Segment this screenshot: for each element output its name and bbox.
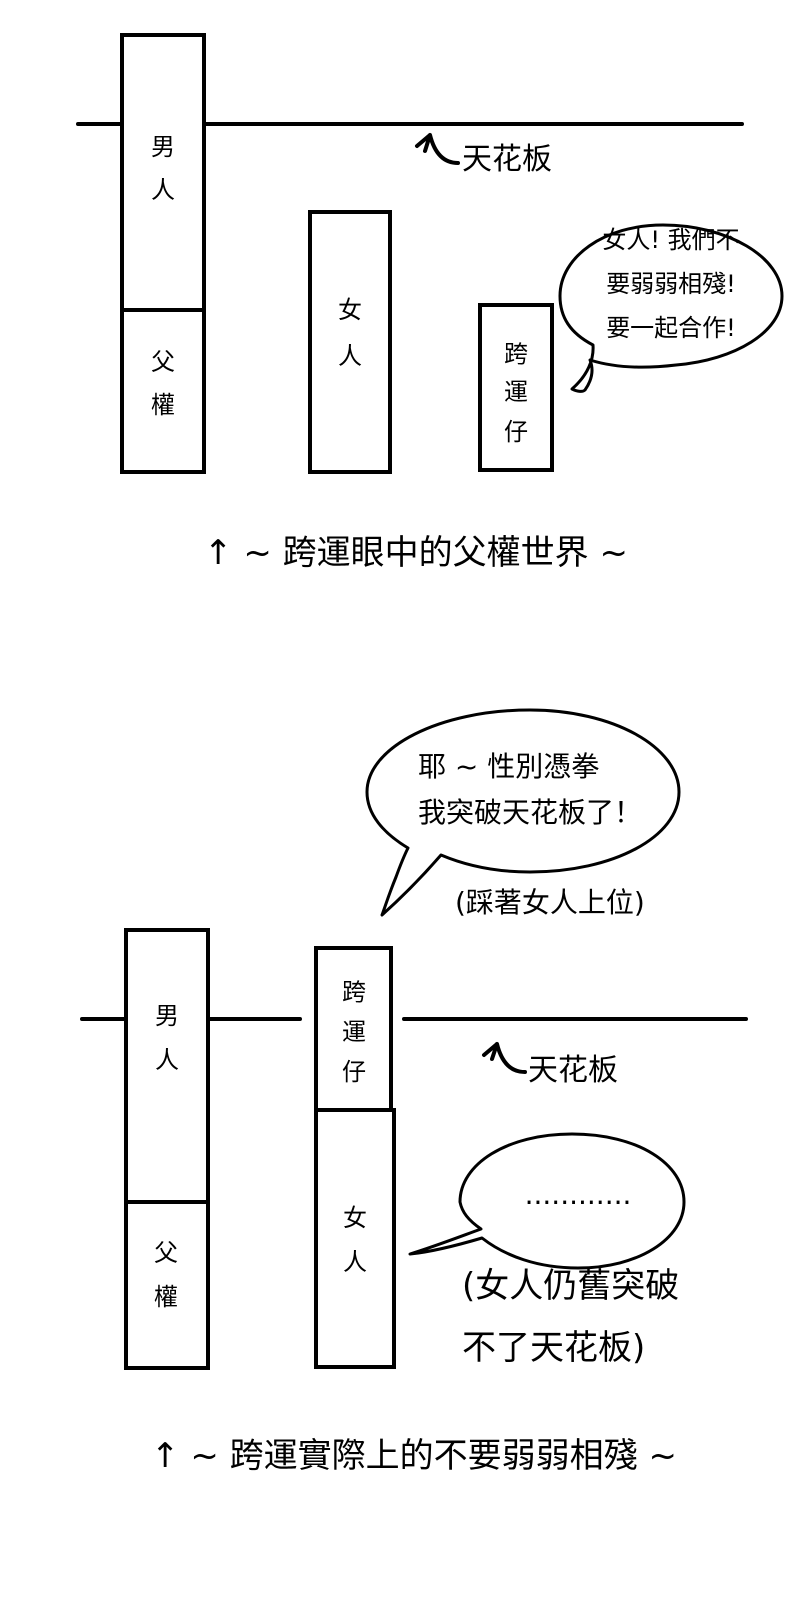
bottom-note-line-1: (女人仍舊突破: [462, 1266, 679, 1306]
top-woman-box: [308, 210, 392, 474]
top-caption: ↑ ~ 跨運眼中的父權世界 ~: [204, 533, 628, 573]
bottom-kuayun-char-2: 運: [342, 1018, 366, 1046]
top-speech-bubble: [558, 223, 784, 393]
bottom-caption: ↑ ~ 跨運實際上的不要弱弱相殘 ~: [151, 1436, 677, 1476]
top-patriarchy-char-2: 權: [151, 391, 175, 419]
top-man-box: [120, 33, 206, 312]
bottom-kuayun-char-1: 跨: [342, 978, 366, 1006]
bottom-woman-char-2: 人: [343, 1248, 367, 1276]
bottom-note-line-2: 不了天花板): [462, 1328, 645, 1368]
top-speech-line-2: 要弱弱相殘!: [606, 270, 736, 298]
bottom-ceiling-arrow: [482, 1042, 527, 1074]
bottom-patriarchy-char-2: 權: [154, 1283, 178, 1311]
top-man-char-2: 人: [151, 176, 175, 204]
top-speech-line-1: 女人! 我們不: [602, 226, 739, 254]
bottom-kuayun-char-3: 仔: [342, 1058, 366, 1086]
bottom-man-char-1: 男: [155, 1002, 179, 1030]
bottom-man-char-2: 人: [155, 1046, 179, 1074]
top-kuayun-char-1: 跨: [504, 340, 528, 368]
bottom-ceiling-label: 天花板: [528, 1053, 618, 1088]
bottom-speech-line-1: 耶 ~ 性別憑拳: [418, 750, 599, 783]
bottom-woman-char-1: 女: [343, 1204, 367, 1232]
bottom-patriarchy-char-1: 父: [154, 1239, 178, 1267]
top-woman-char-2: 人: [338, 342, 362, 370]
top-man-char-1: 男: [151, 133, 175, 161]
top-kuayun-char-3: 仔: [504, 418, 528, 446]
bottom-woman-speech-bubble: [408, 1132, 686, 1270]
top-ceiling-label: 天花板: [462, 142, 552, 177]
top-woman-char-1: 女: [338, 296, 362, 324]
top-speech-line-3: 要一起合作!: [606, 314, 736, 342]
bottom-speech-note: (踩著女人上位): [455, 886, 645, 919]
bottom-patriarchy-box: [124, 1200, 210, 1370]
top-panel: 男 人 父 權 女 人 跨 運 仔 天花板 女人! 我們不 要弱弱相殘! 要一起…: [76, 33, 784, 573]
top-kuayun-char-2: 運: [504, 378, 528, 406]
top-patriarchy-char-1: 父: [151, 348, 175, 376]
top-ceiling-arrow: [415, 133, 460, 165]
top-patriarchy-box: [120, 308, 206, 474]
bottom-woman-box: [314, 1108, 396, 1369]
top-kuayun-box: [478, 303, 554, 472]
bottom-woman-speech-text: ............: [525, 1178, 632, 1211]
bottom-speech-line-2: 我突破天花板了！: [418, 796, 642, 829]
bottom-speech-bubble: [365, 708, 681, 917]
bottom-panel: 耶 ~ 性別憑拳 我突破天花板了！ (踩著女人上位) 男 人 父 權 跨 運 仔…: [80, 708, 748, 1476]
